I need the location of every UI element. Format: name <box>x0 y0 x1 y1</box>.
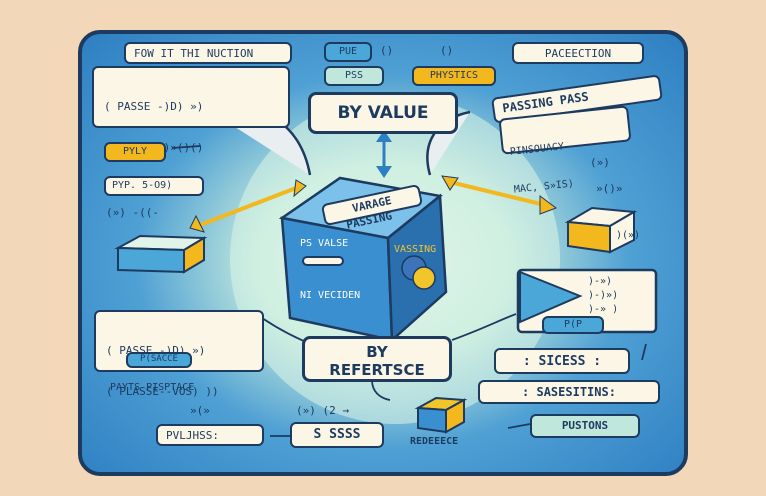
pyp-code: PYP. 5-O9) <box>104 176 204 196</box>
cube-front <box>280 216 394 342</box>
cube-text-2: VASSING <box>394 244 437 255</box>
sicess-label: : SICESS : <box>494 348 630 374</box>
right-block-front <box>567 220 611 254</box>
right-block-side <box>609 210 635 254</box>
bottom-block-side <box>445 398 465 434</box>
cube-text-1: PS VALSE <box>300 238 349 249</box>
cube-bar <box>302 256 344 266</box>
play-panel-line: )-» ) <box>588 304 619 315</box>
by-value-label: BY VALUE <box>308 92 458 134</box>
left-block-front <box>117 246 185 274</box>
top-chip-3: PHYSTICS <box>412 66 496 86</box>
left-marks: (») -((- <box>106 206 159 219</box>
pp-chip: P(P <box>542 316 604 334</box>
top-chip-ticks: () <box>380 44 394 57</box>
connector-puston <box>507 423 531 429</box>
vertical-arrow-down-head <box>376 166 392 178</box>
code-line: ( PASSE -)D) ») <box>104 99 204 113</box>
s-ssss-label: S SSSS <box>290 422 384 448</box>
top-chip-ticks-2: () <box>440 44 454 57</box>
yellow-arrow-left-head-b <box>189 214 205 233</box>
mid-left-tag: P(SACCE <box>126 352 192 368</box>
play-panel-line: )-)») <box>588 290 619 301</box>
play-panel-line: )-») <box>588 276 613 287</box>
right-marks-1: (») <box>590 156 610 169</box>
by-reference-label: BY REFERTSCE <box>302 336 452 382</box>
yellow-arrow-right-head-a <box>441 175 459 191</box>
top-chip-2: PSS <box>324 66 384 86</box>
python-logo-yellow <box>412 266 436 290</box>
cube-text-3: NI VECIDEN <box>300 290 361 301</box>
connector-bottom <box>371 379 391 401</box>
yellow-arrow-right-head-b <box>539 195 558 215</box>
top-chip-1: PUE <box>324 42 372 62</box>
yellow-arrow-right <box>449 180 546 207</box>
bottom-marks: (») (2 → <box>296 404 349 417</box>
vertical-arrow-up-head <box>376 130 392 142</box>
play-triangle <box>519 270 583 324</box>
payts-text: PAYTS PISPTACE <box>110 382 195 393</box>
redeece-label: REDEEECE <box>410 436 459 447</box>
connector-ref-right <box>451 313 517 341</box>
top-right-label: PACEECTION <box>512 42 644 64</box>
bottom-block-front <box>417 406 447 434</box>
yellow-arrow-left <box>199 186 297 227</box>
yellow-arrow-left-head-a <box>293 179 307 198</box>
bottom-marks-2: »(» <box>190 404 210 417</box>
puston-chip: PUSTONS <box>530 414 640 438</box>
top-left-label: FOW IT THI NUCTION <box>124 42 292 64</box>
by-reference-line-2: REFERTSCE <box>329 361 425 379</box>
pvljhss-label: PVLJHSS: <box>156 424 264 446</box>
right-block-caption: )(») <box>616 230 641 241</box>
connector-left-top <box>171 145 201 149</box>
by-reference-line-1: BY <box>366 343 388 361</box>
code-line: ( PLASSE--VOS) )) <box>106 384 219 398</box>
connector-sicess <box>641 343 647 361</box>
pyly-chip: PYLY <box>104 142 166 162</box>
left-block-side <box>183 236 205 274</box>
right-marks-2: »()» <box>596 182 623 195</box>
sasesitins-label: : SASESITINS: <box>478 380 660 404</box>
code-box-top-left: ( PASSE -)D) ») ) YASSE -)»()() ( VASACE… <box>92 66 290 195</box>
